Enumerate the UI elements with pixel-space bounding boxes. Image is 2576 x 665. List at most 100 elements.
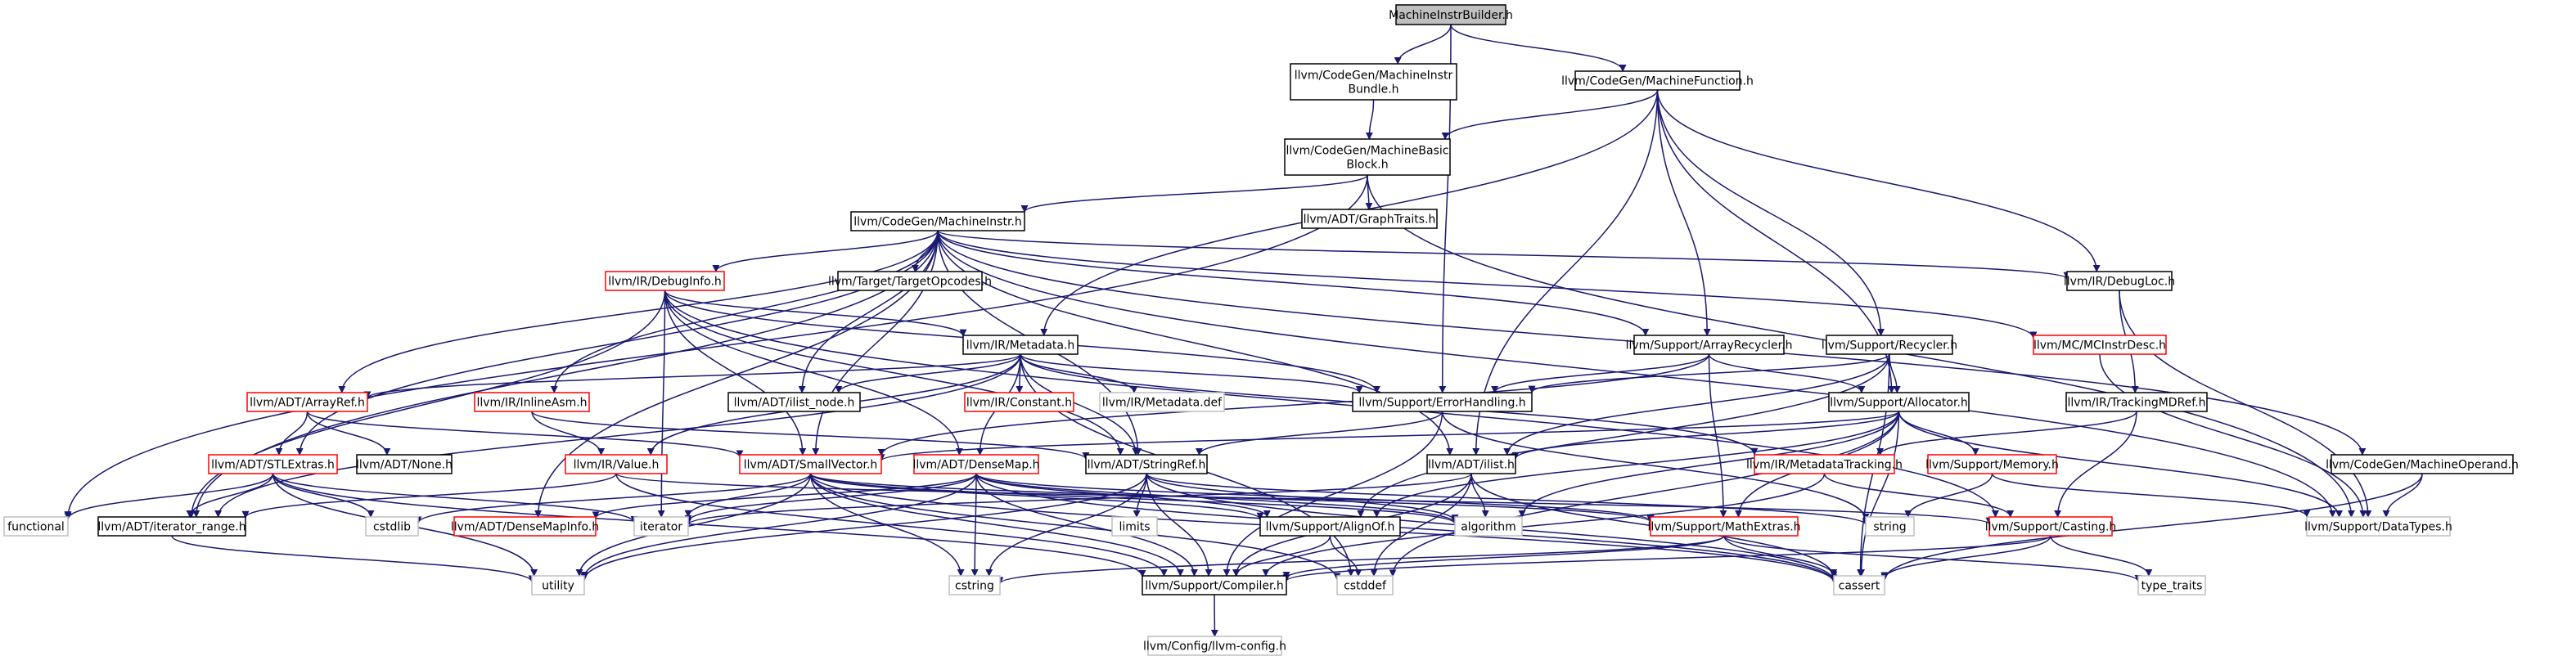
edge-mi-to-arec bbox=[937, 230, 1650, 336]
node-aref[interactable]: llvm/ADT/ArrayRef.h bbox=[246, 392, 368, 412]
node-label: utility bbox=[542, 580, 574, 593]
node-box bbox=[739, 454, 882, 474]
node-label: llvm/ADT/SmallVector.h bbox=[744, 459, 878, 472]
node-box bbox=[633, 516, 689, 537]
node-box bbox=[1111, 516, 1158, 537]
node-label: llvm/IR/DebugInfo.h bbox=[608, 276, 722, 289]
node-dbginfo[interactable]: llvm/IR/DebugInfo.h bbox=[605, 271, 725, 291]
edge-stl-to-cstdlib bbox=[272, 473, 375, 518]
node-label: functional bbox=[7, 521, 65, 534]
node-alignof[interactable]: llvm/Support/AlignOf.h bbox=[1259, 516, 1401, 537]
nodes-layer: MachineInstrBuilder.h llvm/CodeGen/Machin… bbox=[3, 4, 2519, 656]
node-box bbox=[3, 516, 69, 537]
node-label: llvm/IR/Constant.h bbox=[966, 397, 1072, 410]
node-val[interactable]: llvm/IR/Value.h bbox=[565, 454, 668, 474]
edge-sv-to-cstdlib bbox=[414, 473, 812, 524]
node-label: llvm/IR/Metadata.def bbox=[1102, 397, 1223, 410]
node-mathx[interactable]: llvm/Support/MathExtras.h bbox=[1647, 516, 1801, 537]
node-dmi[interactable]: llvm/ADT/DenseMapInfo.h bbox=[451, 516, 599, 537]
edge-arec-to-alloc bbox=[1708, 353, 1866, 393]
node-box bbox=[1395, 4, 1506, 25]
node-rec[interactable]: llvm/Support/Recycler.h bbox=[1822, 335, 1957, 355]
node-box bbox=[565, 454, 668, 474]
edge-mdtrack-to-comp bbox=[1262, 473, 1826, 577]
node-ilnode[interactable]: llvm/ADT/ilist_node.h bbox=[727, 392, 861, 412]
node-tto[interactable]: llvm/Target/TargetOpcodes.h bbox=[828, 271, 992, 291]
edge-alloc-to-mem bbox=[1898, 411, 1979, 456]
node-label: limits bbox=[1119, 521, 1150, 534]
node-config: llvm/Config/llvm-config.h bbox=[1143, 636, 1286, 656]
node-label: llvm/MC/MCInstrDesc.h bbox=[2033, 339, 2166, 353]
edge-dbginfo-to-sv bbox=[664, 290, 807, 456]
node-box bbox=[1826, 335, 1953, 355]
edge-mi-to-sv bbox=[812, 230, 939, 456]
edge-alloc-to-algo bbox=[1518, 411, 1900, 518]
node-alloc[interactable]: llvm/Support/Allocator.h bbox=[1828, 392, 1970, 412]
node-cassert: cassert bbox=[1833, 575, 1885, 595]
node-iter: iterator bbox=[633, 516, 689, 537]
node-ilist[interactable]: llvm/ADT/ilist.h bbox=[1426, 454, 1516, 474]
edge-sv-to-utility bbox=[575, 473, 812, 577]
node-box bbox=[356, 454, 453, 474]
edge-mdtrack-to-cast bbox=[1823, 473, 2015, 518]
edge-mi-to-stl bbox=[295, 230, 939, 456]
node-const[interactable]: llvm/IR/Constant.h bbox=[964, 392, 1074, 412]
node-box bbox=[2066, 271, 2173, 291]
node-box bbox=[1085, 454, 1208, 474]
node-box bbox=[1574, 70, 1741, 91]
edge-rec-to-ilist bbox=[1503, 353, 1890, 456]
node-tmd[interactable]: llvm/IR/TrackingMDRef.h bbox=[2065, 392, 2208, 412]
node-err[interactable]: llvm/Support/ErrorHandling.h bbox=[1352, 392, 1533, 412]
edge-cast-to-cassert bbox=[1880, 535, 2051, 580]
node-stl[interactable]: llvm/ADT/STLExtras.h bbox=[208, 454, 338, 474]
node-mf[interactable]: llvm/CodeGen/MachineFunction.h bbox=[1561, 70, 1754, 91]
edge-mem-to-dtypes bbox=[1991, 473, 2311, 518]
node-md[interactable]: llvm/IR/Metadata.h bbox=[962, 335, 1079, 355]
edge-dm-to-dmi bbox=[592, 473, 977, 519]
node-gt[interactable]: llvm/ADT/GraphTraits.h bbox=[1301, 209, 1438, 229]
node-label: llvm/ADT/ilist_node.h bbox=[734, 397, 855, 410]
node-label: llvm/Support/DataTypes.h bbox=[2304, 521, 2452, 534]
node-box bbox=[1336, 575, 1394, 595]
node-label: llvm/Support/Memory.h bbox=[1925, 459, 2059, 472]
node-label: llvm/Support/Casting.h bbox=[1985, 521, 2117, 534]
node-mem[interactable]: llvm/Support/Memory.h bbox=[1925, 454, 2059, 474]
node-dbgloc[interactable]: llvm/IR/DebugLoc.h bbox=[2064, 271, 2175, 291]
node-iasm[interactable]: llvm/IR/InlineAsm.h bbox=[474, 392, 590, 412]
node-comp[interactable]: llvm/Support/Compiler.h bbox=[1142, 575, 1287, 595]
edge-cast-to-ttraits bbox=[2050, 535, 2153, 577]
node-arec[interactable]: llvm/Support/ArrayRecycler.h bbox=[1626, 335, 1793, 355]
edge-dbginfo-to-iter bbox=[657, 290, 666, 518]
edge-arec-to-sv bbox=[877, 353, 1710, 456]
edge-mcid-to-dtypes bbox=[2099, 353, 2367, 518]
edge-sv-to-cstddef bbox=[809, 473, 1341, 581]
edge-tmd-to-mdtrack bbox=[1876, 411, 2137, 456]
edge-dm-to-cstring bbox=[971, 473, 979, 577]
node-mop[interactable]: llvm/CodeGen/MachineOperand.h bbox=[2326, 454, 2519, 474]
edge-dbginfo-to-cast bbox=[664, 290, 1999, 518]
node-box bbox=[1454, 516, 1523, 537]
edge-dm-to-mathx bbox=[975, 473, 1655, 523]
node-itrange[interactable]: llvm/ADT/iterator_range.h bbox=[97, 516, 246, 537]
node-sv[interactable]: llvm/ADT/SmallVector.h bbox=[739, 454, 882, 474]
node-cast[interactable]: llvm/Support/Casting.h bbox=[1985, 516, 2117, 537]
node-label: MachineInstrBuilder.h bbox=[1389, 9, 1513, 22]
node-sref[interactable]: llvm/ADT/StringRef.h bbox=[1085, 454, 1208, 474]
node-label: llvm/ADT/ArrayRef.h bbox=[250, 397, 365, 410]
node-label: llvm/Support/Recycler.h bbox=[1822, 339, 1957, 353]
node-box bbox=[1988, 516, 2113, 537]
node-none[interactable]: llvm/ADT/None.h bbox=[356, 454, 453, 474]
node-label: llvm/CodeGen/MachineInstr.h bbox=[853, 216, 1022, 229]
edge-alloc-to-alignof bbox=[1372, 411, 1900, 518]
node-dm[interactable]: llvm/ADT/DenseMap.h bbox=[912, 454, 1040, 474]
edge-dm-to-iter bbox=[684, 473, 977, 523]
node-dtypes: llvm/Support/DataTypes.h bbox=[2304, 516, 2452, 537]
node-mdtrack[interactable]: llvm/IR/MetadataTracking.h bbox=[1746, 454, 1903, 474]
edge-val-to-itrange bbox=[241, 473, 617, 519]
edge-iasm-to-sref bbox=[531, 411, 1090, 461]
node-mcid[interactable]: llvm/MC/MCInstrDesc.h bbox=[2033, 335, 2167, 355]
node-label: llvm/IR/TrackingMDRef.h bbox=[2067, 397, 2205, 410]
node-mi[interactable]: llvm/CodeGen/MachineInstr.h bbox=[850, 211, 1025, 231]
